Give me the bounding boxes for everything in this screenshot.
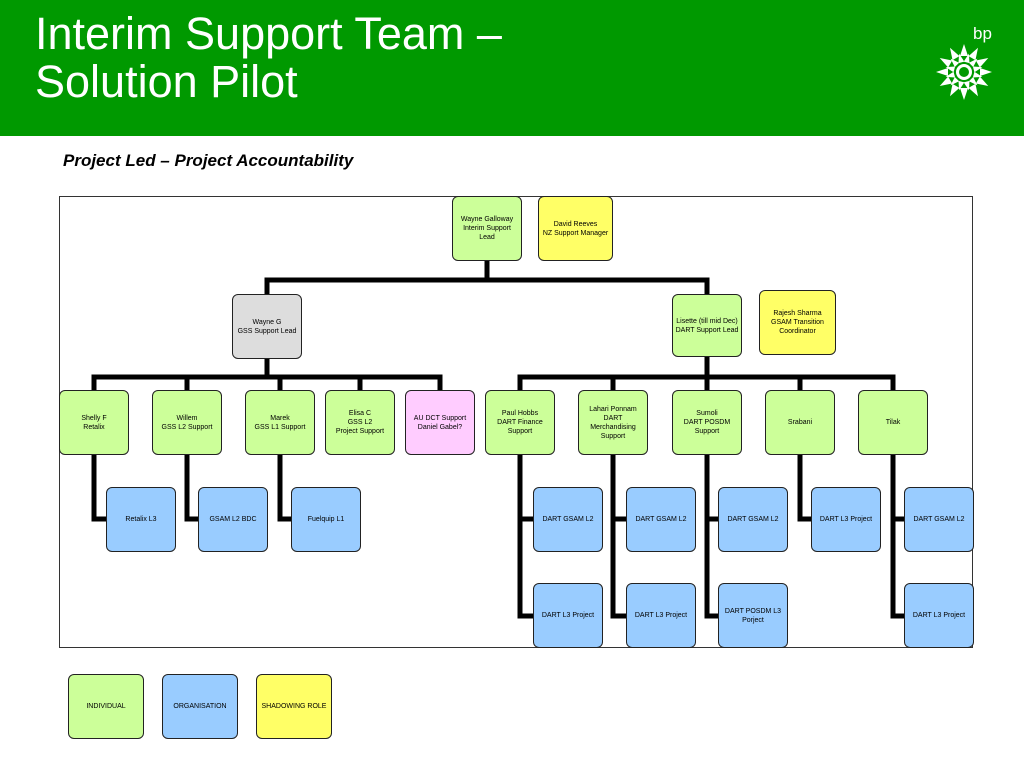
org-box-lahari-l3-project[interactable]: DART L3 Project: [626, 583, 696, 648]
org-box-srabani-l3-project[interactable]: DART L3 Project: [811, 487, 881, 552]
org-box-shelly[interactable]: Shelly F Retalix: [59, 390, 129, 455]
slide-subtitle: Project Led – Project Accountability: [63, 151, 354, 170]
org-box-tilak-l3-project[interactable]: DART L3 Project: [904, 583, 974, 648]
org-box-srabani[interactable]: Srabani: [765, 390, 835, 455]
legend-individual: INDIVIDUAL: [68, 674, 144, 739]
org-box-au-dct[interactable]: AU DCT Support Daniel Gabel?: [405, 390, 475, 455]
org-box-dart-shadow[interactable]: Rajesh Sharma GSAM Transition Coordinato…: [759, 290, 836, 355]
org-box-elisa[interactable]: Elisa C GSS L2 Project Support: [325, 390, 395, 455]
org-box-gss-lead[interactable]: Wayne G GSS Support Lead: [232, 294, 302, 359]
bp-logo-text: bp: [973, 24, 992, 43]
org-box-willem[interactable]: Willem GSS L2 Support: [152, 390, 222, 455]
org-box-marek[interactable]: Marek GSS L1 Support: [245, 390, 315, 455]
title-line-2: Solution Pilot: [35, 56, 298, 107]
org-box-tilak[interactable]: Tilak: [858, 390, 928, 455]
slide-title: Interim Support Team – Solution Pilot: [35, 10, 502, 106]
org-box-gsam-l2-bdc[interactable]: GSAM L2 BDC: [198, 487, 268, 552]
org-box-paul-gsam-l2[interactable]: DART GSAM L2: [533, 487, 603, 552]
org-box-top-shadow[interactable]: David Reeves NZ Support Manager: [538, 196, 613, 261]
org-box-lahari[interactable]: Lahari Ponnam DART Merchandising Support: [578, 390, 648, 455]
org-box-sumoli[interactable]: Sumoli DART POSDM Support: [672, 390, 742, 455]
org-box-paul-l3-project[interactable]: DART L3 Project: [533, 583, 603, 648]
org-box-retalix-l3[interactable]: Retalix L3: [106, 487, 176, 552]
org-box-paul[interactable]: Paul Hobbs DART Finance Support: [485, 390, 555, 455]
legend-organisation: ORGANISATION: [162, 674, 238, 739]
org-box-top-lead[interactable]: Wayne Galloway Interim Support Lead: [452, 196, 522, 261]
title-banner: Interim Support Team – Solution Pilot bp: [0, 0, 1024, 136]
legend-shadowing-role: SHADOWING ROLE: [256, 674, 332, 739]
org-box-tilak-gsam-l2[interactable]: DART GSAM L2: [904, 487, 974, 552]
title-line-1: Interim Support Team –: [35, 8, 502, 59]
bp-helios-sunflower-icon: [936, 44, 992, 100]
org-box-lahari-gsam-l2[interactable]: DART GSAM L2: [626, 487, 696, 552]
org-box-dart-lead[interactable]: Lisette (till mid Dec) DART Support Lead: [672, 294, 742, 357]
org-box-sumoli-posdm-l3[interactable]: DART POSDM L3 Porject: [718, 583, 788, 648]
org-box-sumoli-gsam-l2[interactable]: DART GSAM L2: [718, 487, 788, 552]
org-box-fuelquip-l1[interactable]: Fuelquip L1: [291, 487, 361, 552]
